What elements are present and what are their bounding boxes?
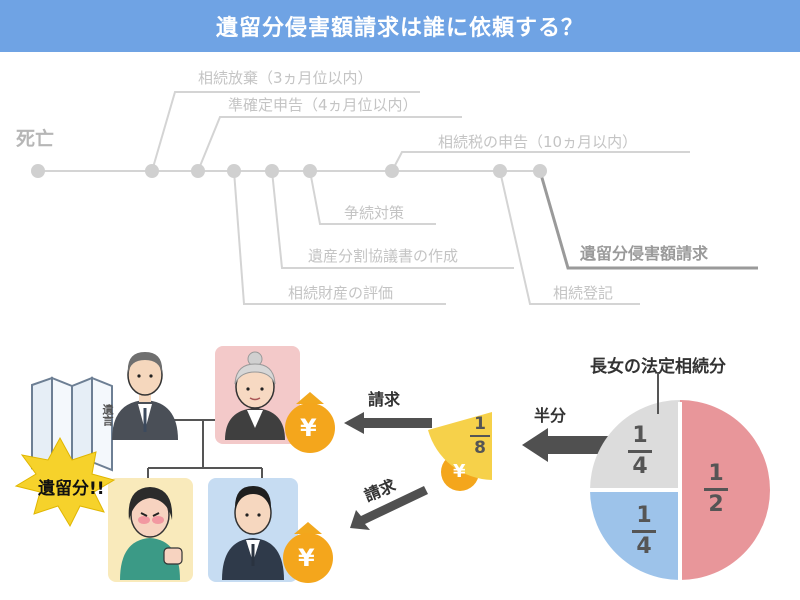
pie-chart-title: 長女の法定相続分 — [590, 357, 726, 377]
page-title: 遺留分侵害額請求は誰に依頼する？ — [0, 0, 800, 52]
money-bag-icon-son — [283, 522, 333, 583]
pie-slice-quarter-gray — [590, 400, 680, 490]
timeline-label-zaisan-hyouka: 相続財産の評価 — [288, 284, 394, 302]
timeline-start-label: 死亡 — [16, 128, 55, 150]
yen-symbol: ¥ — [300, 414, 317, 442]
timeline-node — [493, 164, 507, 178]
timeline-node — [303, 164, 317, 178]
fraction-denominator: 4 — [632, 454, 648, 479]
connector-isan-bunkatsu — [271, 170, 514, 269]
claim-arrow-upper — [344, 412, 432, 434]
claim-label-upper: 請求 — [368, 390, 401, 409]
connector-souzokuzei — [391, 151, 690, 172]
half-arrow — [522, 428, 608, 462]
connector-touki — [499, 170, 640, 305]
timeline-node — [227, 164, 241, 178]
timeline-node — [145, 164, 159, 178]
connector-souzoku-houki — [151, 91, 420, 172]
timeline-label-jun-kakutei: 準確定申告（4ヵ月位以内） — [228, 96, 418, 114]
fraction-numerator: 1 — [474, 414, 486, 434]
connector-souzoku-taisaku — [309, 170, 436, 225]
fraction-eighth: 1 8 — [470, 414, 490, 458]
timeline-node — [31, 164, 45, 178]
iryubun-burst-shape — [14, 436, 116, 528]
half-label: 半分 — [534, 406, 567, 425]
son-avatar — [222, 486, 284, 580]
fraction-quarter-blue: 1 4 — [632, 504, 656, 559]
timeline-node — [265, 164, 279, 178]
timeline-label-souzoku-taisaku: 争続対策 — [344, 204, 405, 222]
timeline-node — [533, 164, 547, 178]
grandmother-avatar — [225, 351, 285, 440]
fraction-denominator: 4 — [636, 534, 652, 559]
iryubun-burst-label: 遺留分!! — [38, 479, 105, 499]
claim-arrows — [344, 412, 608, 530]
fraction-quarter-gray: 1 4 — [628, 424, 652, 479]
timeline-label-souzoku-houki: 相続放棄（3ヵ月位以内） — [198, 69, 373, 87]
timeline-label-souzokuzei: 相続税の申告（10ヵ月以内） — [438, 133, 638, 151]
fraction-numerator: 1 — [632, 423, 648, 448]
yen-symbol: ¥ — [453, 461, 466, 482]
fraction-numerator: 1 — [708, 461, 724, 486]
connector-jun-kakutei — [197, 116, 462, 172]
fraction-eighth-wedge — [428, 412, 492, 480]
fraction-numerator: 1 — [636, 503, 652, 528]
will-document-icon — [31, 376, 113, 472]
timeline-label-touki: 相続登記 — [553, 284, 614, 302]
connector-zaisan-hyouka — [233, 170, 446, 305]
will-label: 遺言 — [101, 404, 114, 426]
daughter-avatar — [120, 487, 183, 580]
grandfather-avatar — [112, 352, 178, 440]
family-tree-lines — [147, 419, 263, 480]
money-bag-icon-grandmother — [285, 392, 335, 453]
timeline-node — [385, 164, 399, 178]
fraction-denominator: 2 — [708, 492, 724, 517]
timeline-label-iryubun: 遺留分侵害額請求 — [580, 244, 709, 263]
claim-arrow-lower — [350, 486, 428, 530]
inheritance-pie-chart — [590, 400, 770, 580]
pie-slice-quarter-blue — [590, 490, 680, 580]
connector-iryubun — [538, 170, 758, 270]
timeline-label-isan-bunkatsu: 遺産分割協議書の作成 — [308, 247, 459, 265]
fraction-denominator: 8 — [474, 438, 486, 458]
fraction-half: 1 2 — [704, 462, 728, 517]
timeline-node — [191, 164, 205, 178]
yen-symbol: ¥ — [298, 544, 315, 572]
